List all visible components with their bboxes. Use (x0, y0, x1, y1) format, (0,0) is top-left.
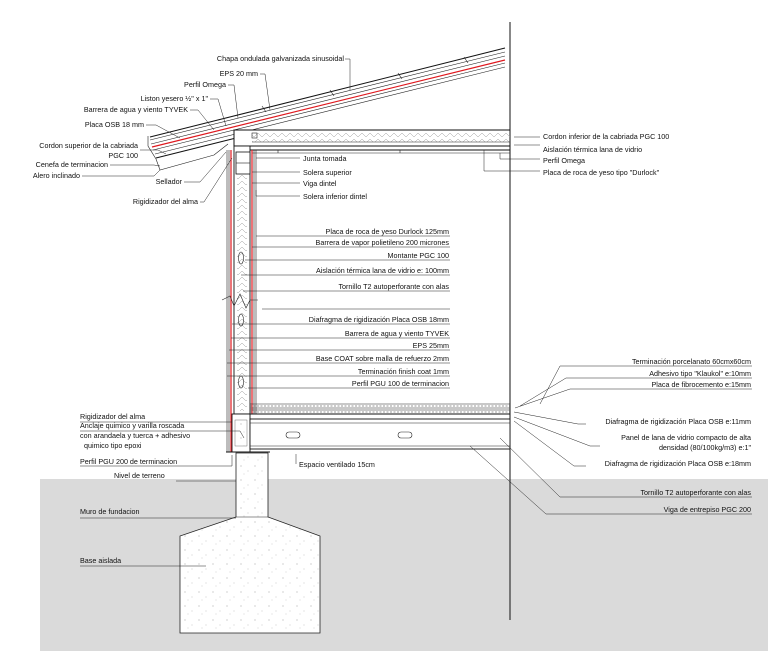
floor-assembly (249, 403, 511, 450)
label-base-2a: Anclaje quimico y varilla roscada (80, 421, 184, 430)
label-eps20: EPS 20 mm (220, 69, 258, 78)
label-wall-4: Aislación térmica lana de vidrio e: 100m… (316, 266, 449, 275)
leader-lines (80, 58, 752, 567)
label-floor-1: Terminación porcelanato 60cmx60cm (632, 357, 751, 366)
foundation-stipple (180, 453, 320, 633)
label-nivel: Nivel de terreno (114, 471, 165, 480)
label-aislacion-techo: Aislación térmica lana de vidrio (543, 145, 642, 154)
label-base-1: Rigidizador del alma (80, 412, 145, 421)
label-floor-7: Tornillo T2 autoperforante con alas (640, 488, 751, 497)
label-junta: Junta tomada (303, 154, 347, 163)
label-cordon-sup-1: Cordon superior de la cabriada (39, 141, 138, 150)
label-wall-10: Terminación finish coat 1mm (358, 367, 449, 376)
label-perfil-omega-right: Perfil Omega (543, 156, 585, 165)
label-base-aislada: Base aislada (80, 556, 121, 565)
label-floor-6: Diafragma de rigidización Placa OSB e:18… (605, 459, 751, 468)
label-floor-5a: Panel de lana de vidrio compacto de alta (621, 433, 751, 442)
label-wall-8: EPS 25mm (413, 341, 449, 350)
label-wall-5: Tornillo T2 autoperforante con alas (338, 282, 449, 291)
label-barrera-roof: Barrera de agua y viento TYVEK (84, 105, 188, 114)
label-wall-11: Perfil PGU 100 de terminacion (352, 379, 449, 388)
label-placa-osb-roof: Placa OSB 18 mm (85, 120, 144, 129)
label-base-2c: quimico tipo epoxi (84, 441, 142, 450)
label-floor-2: Adhesivo tipo "Klaukol" e:10mm (649, 369, 751, 378)
label-cordon-sup-2: PGC 100 (108, 151, 138, 160)
label-alero: Alero inclinado (33, 171, 80, 180)
label-sellador: Sellador (156, 177, 183, 186)
label-espacio: Espacio ventilado 15cm (299, 460, 375, 469)
label-floor-8: Viga de entrepiso PGC 200 (664, 505, 751, 514)
label-wall-7: Barrera de agua y viento TYVEK (345, 329, 449, 338)
label-muro: Muro de fundacion (80, 507, 140, 516)
label-floor-3: Placa de fibrocemento e:15mm (652, 380, 751, 389)
label-base-2b: con arandaela y tuerca + adhesivo (80, 431, 190, 440)
label-viga-dintel: Viga dintel (303, 179, 337, 188)
ceiling-assembly (233, 129, 511, 154)
label-floor-5b: densidad (80/100kg/m3) e:1" (659, 443, 752, 452)
label-perfil-omega-roof: Perfil Omega (184, 80, 226, 89)
label-wall-2: Barrera de vapor polietileno 200 microne… (316, 238, 450, 247)
label-solera-sup: Solera superior (303, 168, 352, 177)
label-cordon-inf: Cordon inferior de la cabriada PGC 100 (543, 132, 669, 141)
label-wall-6: Diafragma de rigidización Placa OSB 18mm (309, 315, 449, 324)
label-liston: Liston yesero ½" x 1" (141, 94, 209, 103)
callout-labels: Chapa ondulada galvanizada sinusoidal EP… (33, 54, 752, 565)
roof-assembly (147, 47, 506, 171)
ground-fill (40, 479, 768, 651)
label-wall-3: Montante PGC 100 (387, 251, 449, 260)
label-solera-inf-dintel: Solera inferior dintel (303, 192, 367, 201)
label-chapa: Chapa ondulada galvanizada sinusoidal (217, 54, 344, 63)
label-rigidizador-top: Rigidizador del alma (133, 197, 198, 206)
label-wall-9: Base COAT sobre malla de refuerzo 2mm (316, 354, 449, 363)
label-cenefa: Cenefa de terminacion (36, 160, 108, 169)
label-floor-4: Diafragma de rigidización Placa OSB e:11… (605, 417, 751, 426)
label-base-3: Perfil PGU 200 de terminacion (80, 457, 177, 466)
wall-assembly (221, 145, 270, 453)
label-placa-durlock-right: Placa de roca de yeso tipo "Durlock" (543, 168, 660, 177)
label-wall-1: Placa de roca de yeso Durlock 125mm (326, 227, 449, 236)
